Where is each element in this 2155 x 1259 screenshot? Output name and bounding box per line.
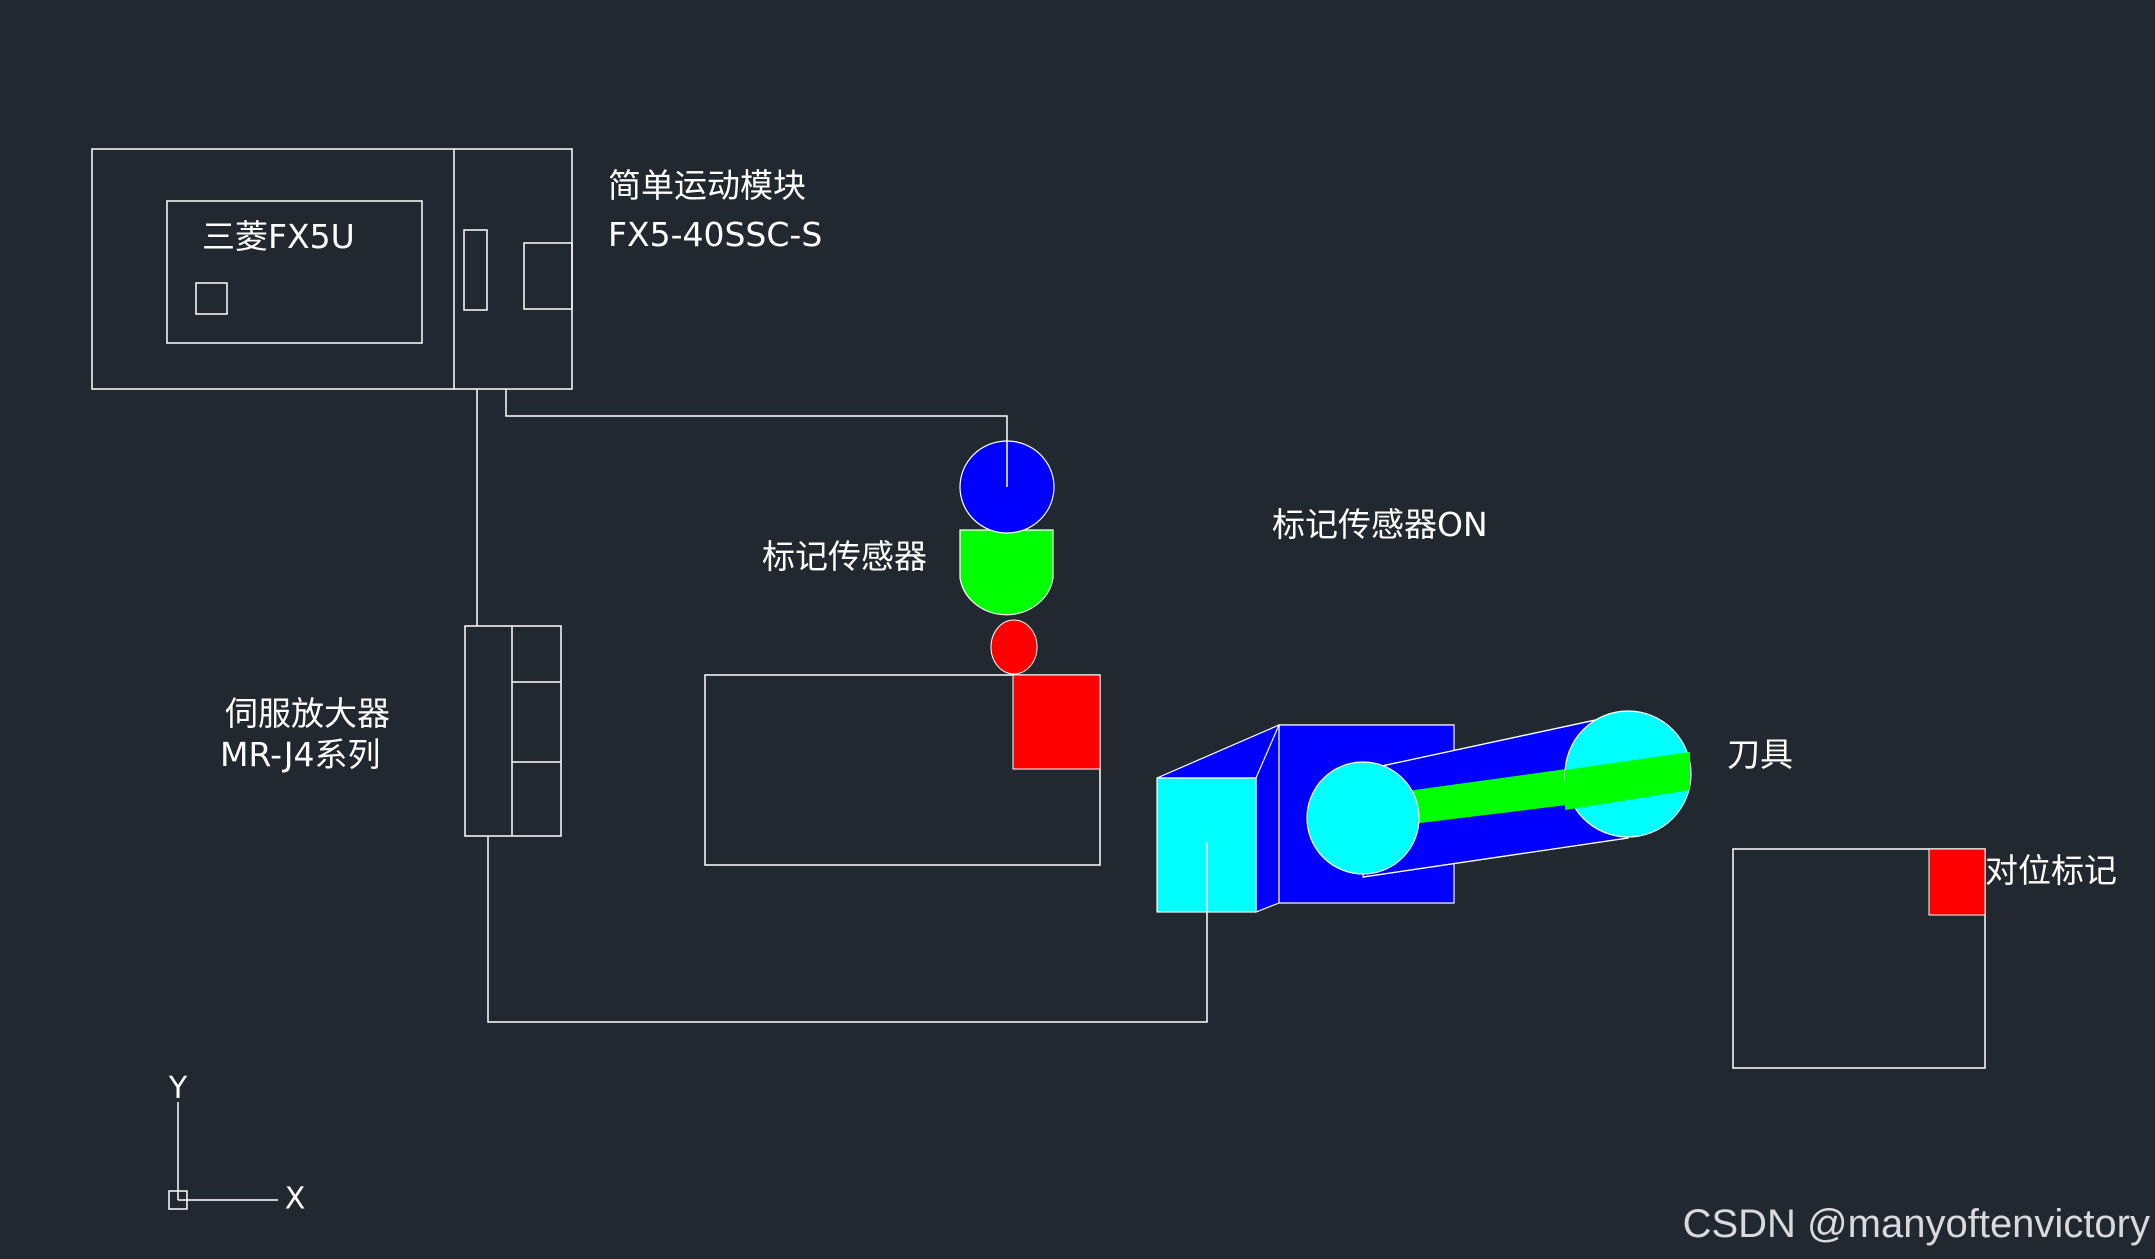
sensor-on-label: 标记传感器ON [1272,505,1488,544]
cutter-shaft-edge-bottom [1362,837,1629,878]
plc-frame [91,148,573,390]
servo-amplifier-frame [464,625,562,837]
workpiece-mark [1012,674,1101,770]
servo-label-line1: 伺服放大器 [225,694,390,733]
mark-sensor [959,440,1055,675]
axis-y-label: Y [168,1071,188,1106]
cutter-rear-disc [1306,761,1420,875]
cutter-assembly [1156,710,1692,913]
alignment-mark [1928,848,1986,916]
servo-cable-bottom [487,836,1208,1023]
axis-origin-box [168,1190,188,1210]
cutter-shaft-edge-top [1362,712,1629,771]
motion-module-connector [523,242,573,310]
motion-module-label-line2: FX5-40SSC-S [608,215,822,254]
sensor-body [959,529,1054,616]
ucs-axis-icon [168,1102,278,1210]
sensor-label: 标记传感器 [762,537,927,576]
watermark-text: CSDN @manyoftenvictory [1683,1202,2150,1246]
servo-amplifier [464,625,562,837]
plc-unit [91,148,573,390]
plc-label: 三菱FX5U [202,217,355,256]
alignment-mark-label: 对位标记 [1985,851,2117,890]
plc-indicator-square [195,282,228,315]
tool-label: 刀具 [1727,735,1793,774]
motion-module-label-line1: 简单运动模块 [608,166,806,205]
workpiece-box [704,674,1101,866]
sensor-beam-spot [990,619,1038,675]
motion-module-slot [463,229,488,311]
cutter-front-disc-stripe [1565,752,1690,810]
axis-x-label: X [285,1182,306,1217]
alignment-target-box [1732,848,1986,1069]
sensor-cable [505,389,1008,487]
servo-label-line2: MR-J4系列 [220,735,381,774]
plc-cpu-box [166,200,423,344]
